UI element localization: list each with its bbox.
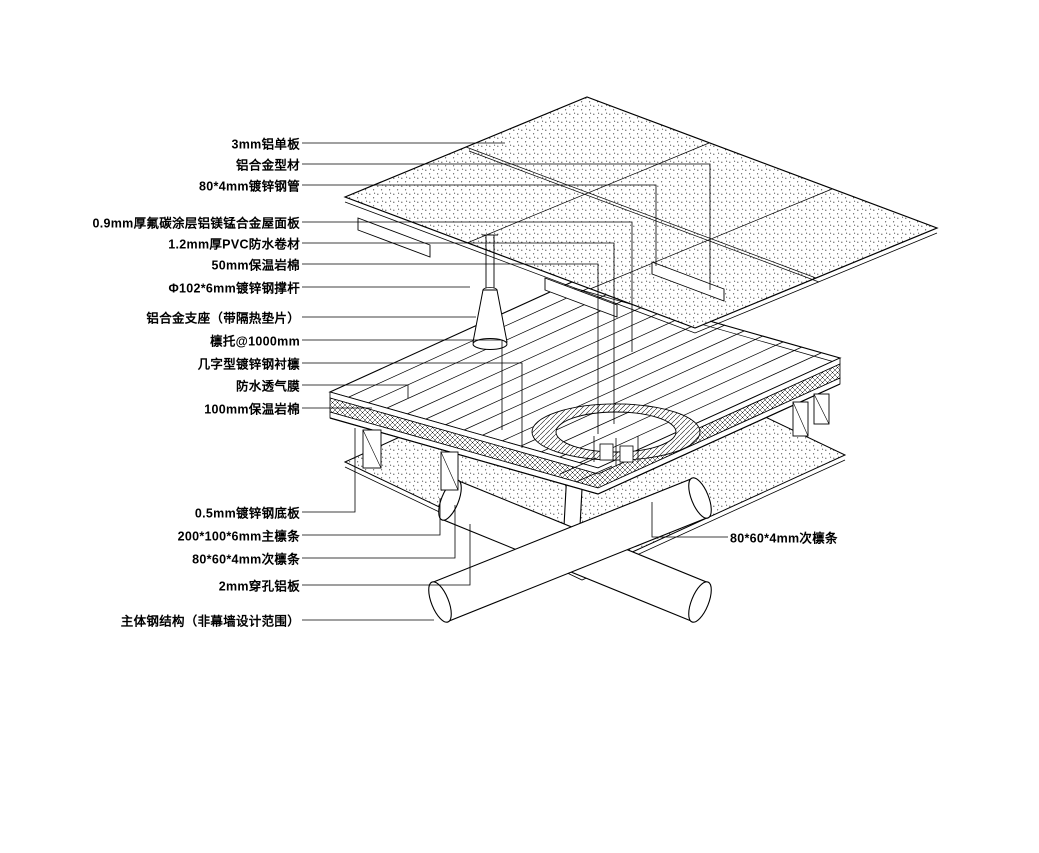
label-pvc-membrane: 1.2mm厚PVC防水卷材 (168, 237, 300, 252)
steel-pipe-left (428, 477, 712, 623)
ring-inner-structure (559, 436, 639, 483)
top-aluminum-canopy-panel (343, 96, 939, 334)
support-base (472, 338, 508, 350)
label-bottom-plate: 0.5mm镀锌钢底板 (194, 506, 300, 521)
metal-roof-assembly (328, 281, 842, 495)
label-galvanized-pipe: 80*4mm镀锌钢管 (199, 179, 300, 194)
panel-seams (465, 142, 833, 290)
leader-rockwool-50 (302, 263, 599, 434)
roof-edge-layers (329, 357, 841, 495)
label-roof-sheet: 0.9mm厚氟碳涂层铝镁锰合金屋面板 (92, 216, 300, 231)
leader-pvc-membrane (302, 242, 615, 424)
label-aluminum-profile: 铝合金型材 (235, 158, 300, 173)
main-steel-structure-pipes (428, 466, 712, 623)
canopy-steel-tubes (357, 217, 725, 318)
label-aluminum-support: 铝合金支座（带隔热垫片） (146, 311, 300, 326)
leader-perforated-panel (302, 524, 471, 586)
label-secondary-purlin-right: 80*60*4mm次檩条 (730, 531, 838, 546)
aluminum-support-cone (472, 289, 508, 343)
support-column (472, 234, 508, 350)
label-main-purlin: 200*100*6mm主檩条 (177, 529, 300, 544)
label-perforated-panel: 2mm穿孔铝板 (218, 579, 300, 594)
label-breathable-membrane: 防水透气膜 (235, 379, 300, 394)
leader-lines (302, 142, 728, 621)
leader-secondary-purlin-right (651, 502, 728, 538)
label-steel-strut: Φ102*6mm镀锌钢撑杆 (168, 281, 300, 296)
label-aluminum-panel: 3mm铝单板 (231, 137, 300, 152)
standing-seam-ribs (348, 286, 822, 464)
label-rockwool-100: 100mm保温岩棉 (204, 402, 300, 417)
leader-breathable-membrane (302, 384, 409, 398)
leader-secondary-purlin (302, 505, 456, 559)
leader-roof-sheet (302, 221, 633, 352)
purlin-sections (362, 393, 830, 491)
leader-aluminum-profile (302, 163, 711, 290)
leader-purlin-bracket (302, 339, 503, 430)
label-rockwool-50: 50mm保温岩棉 (211, 258, 300, 273)
label-main-structure: 主体钢结构（非幕墙设计范围） (120, 614, 300, 629)
label-lining-purlin: 几字型镀锌钢衬檩 (197, 357, 300, 372)
label-purlin-bracket: 檩托@1000mm (210, 334, 300, 349)
circular-curb-ring (531, 403, 701, 483)
leader-main-purlin (302, 498, 441, 536)
leader-galvanized-pipe (302, 184, 657, 266)
leader-lining-purlin (302, 362, 523, 448)
leader-bottom-plate (302, 428, 356, 513)
label-secondary-purlin: 80*60*4mm次檩条 (192, 552, 300, 567)
